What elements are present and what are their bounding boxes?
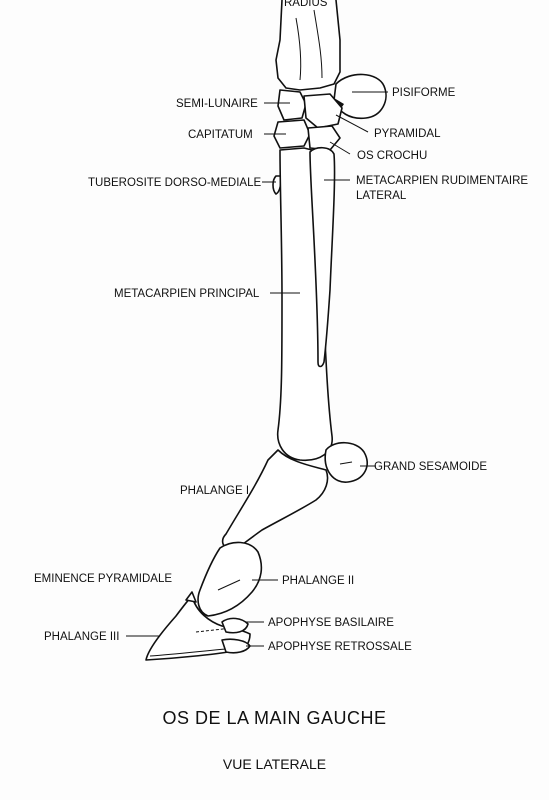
- os-crochu-bone: [307, 125, 341, 151]
- apophyse-basilaire-bone: [221, 617, 249, 634]
- radius-bone: [275, 0, 341, 91]
- pyramidal-bone: [303, 93, 343, 129]
- semi-lunaire-bone: [277, 89, 307, 121]
- bone-illustration: [145, 0, 387, 661]
- pisiforme-bone: [333, 73, 387, 120]
- phalange-ii-bone: [197, 541, 263, 617]
- label-radius: RADIUS: [284, 0, 328, 9]
- label-apophyse-basilaire: APOPHYSE BASILAIRE: [268, 617, 394, 629]
- label-phalange-i: PHALANGE I: [180, 485, 249, 497]
- label-apophyse-retrossale: APOPHYSE RETROSSALE: [268, 641, 412, 653]
- label-metacarpien-rudimentaire-2: LATERAL: [356, 190, 407, 202]
- label-pyramidal: PYRAMIDAL: [374, 128, 441, 140]
- diagram-title: OS DE LA MAIN GAUCHE: [162, 708, 387, 728]
- capitatum-bone: [273, 119, 311, 149]
- phalange-i-bone: [221, 449, 329, 553]
- label-tuberosite: TUBEROSITE DORSO-MEDIALE: [88, 177, 261, 189]
- label-metacarpien-rudimentaire-1: METACARPIEN RUDIMENTAIRE: [356, 175, 528, 187]
- label-phalange-iii: PHALANGE III: [44, 631, 119, 643]
- label-phalange-ii: PHALANGE II: [282, 575, 354, 587]
- label-os-crochu: OS CROCHU: [357, 150, 427, 162]
- label-eminence-pyramidale: EMINENCE PYRAMIDALE: [34, 573, 172, 585]
- label-grand-sesamoide: GRAND SESAMOIDE: [374, 461, 487, 473]
- eminence-pyramidale-bone: [185, 591, 197, 603]
- grand-sesamoide-bone: [324, 441, 368, 483]
- label-capitatum: CAPITATUM: [188, 129, 253, 141]
- label-semi-lunaire: SEMI-LUNAIRE: [176, 98, 258, 110]
- leader-lines: [126, 91, 388, 647]
- labels: RADIUS PISIFORME SEMI-LUNAIRE PYRAMIDAL …: [34, 0, 528, 653]
- diagram-subtitle: VUE LATERALE: [222, 756, 327, 772]
- metacarpien-rudimentaire-bone: [309, 146, 336, 368]
- label-pisiforme: PISIFORME: [392, 87, 456, 99]
- label-metacarpien-principal: METACARPIEN PRINCIPAL: [114, 288, 260, 300]
